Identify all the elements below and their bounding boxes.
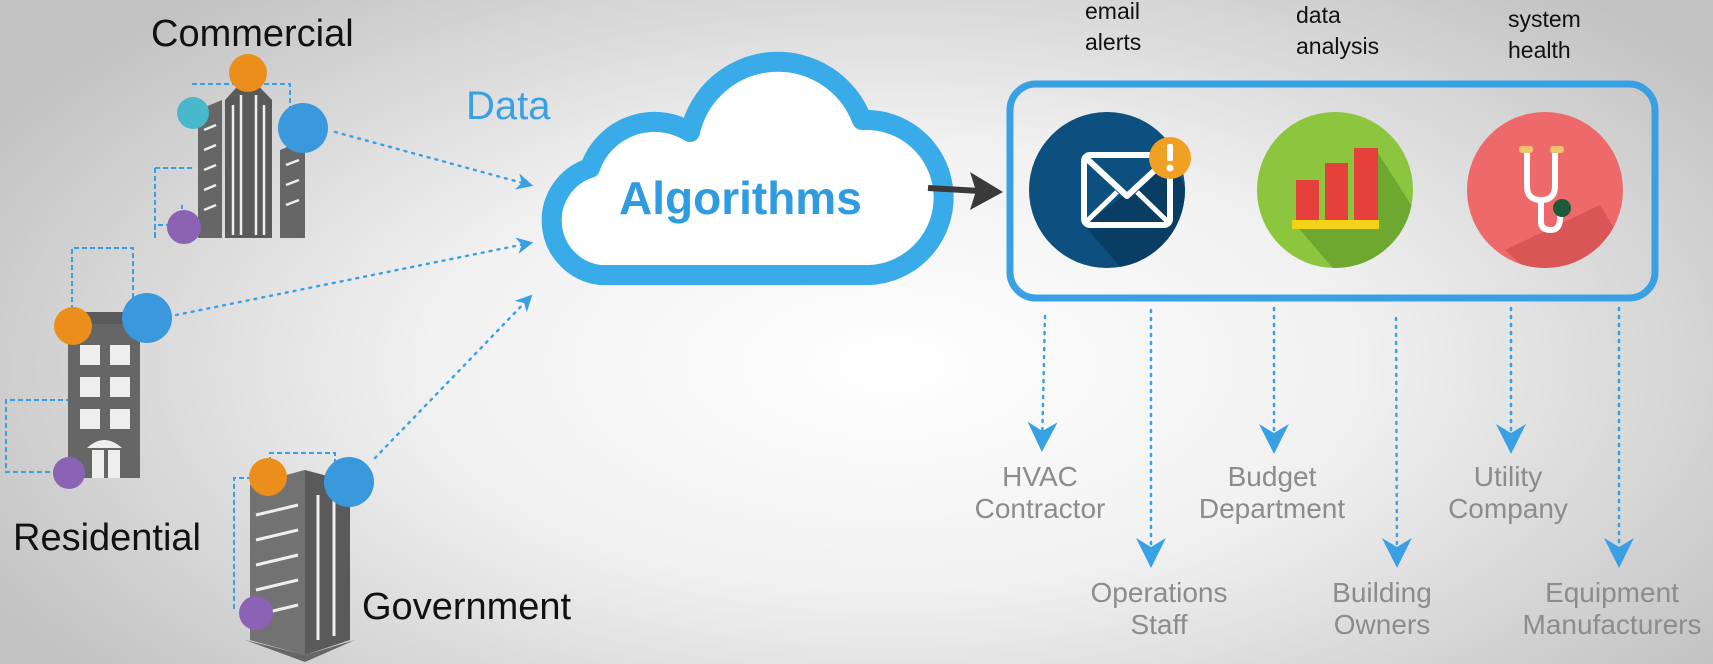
- data-analysis-label: data analysis: [1296, 2, 1380, 59]
- output-arrow: [927, 172, 1003, 210]
- residential-label: Residential: [13, 517, 201, 559]
- building-owners-label: Building Owners: [1332, 577, 1432, 640]
- stethoscope-icon: [1467, 112, 1623, 268]
- government-building: [233, 452, 374, 662]
- government-label: Government: [362, 586, 572, 628]
- email-alerts-label: email alerts: [1085, 0, 1142, 55]
- bar-chart-icon: [1257, 112, 1413, 268]
- budget-department-label: Budget Department: [1198, 461, 1346, 524]
- residential-data-arrow: [174, 237, 534, 317]
- data-flow-arrows: [174, 130, 534, 460]
- commercial-building: [154, 54, 328, 244]
- sensor-node-purple: [167, 210, 201, 244]
- commercial-label: Commercial: [151, 13, 354, 55]
- sensor-node-orange: [229, 54, 267, 92]
- system-health-label: system health: [1508, 6, 1581, 63]
- data-label: Data: [466, 84, 551, 128]
- commercial-data-arrow: [333, 130, 534, 190]
- government-data-arrow: [373, 294, 533, 460]
- algorithms-cloud: [541, 51, 954, 285]
- sensor-node-blue: [278, 103, 328, 153]
- hvac-contractor-label: HVAC Contractor: [974, 461, 1106, 524]
- sensor-node-teal: [177, 97, 209, 129]
- utility-company-label: Utility Company: [1448, 461, 1568, 524]
- arrow-hvac: [1027, 314, 1058, 452]
- residential-building: [5, 247, 172, 489]
- stakeholder-arrows: [1027, 306, 1634, 568]
- equipment-manufacturers-label: Equipment Manufacturers: [1522, 577, 1702, 640]
- operations-staff-label: Operations Staff: [1090, 577, 1228, 640]
- arrow-owners: [1381, 316, 1412, 568]
- envelope-alert-icon: [1029, 112, 1191, 268]
- algorithms-label: Algorithms: [619, 172, 862, 224]
- services-panel: [1006, 80, 1659, 302]
